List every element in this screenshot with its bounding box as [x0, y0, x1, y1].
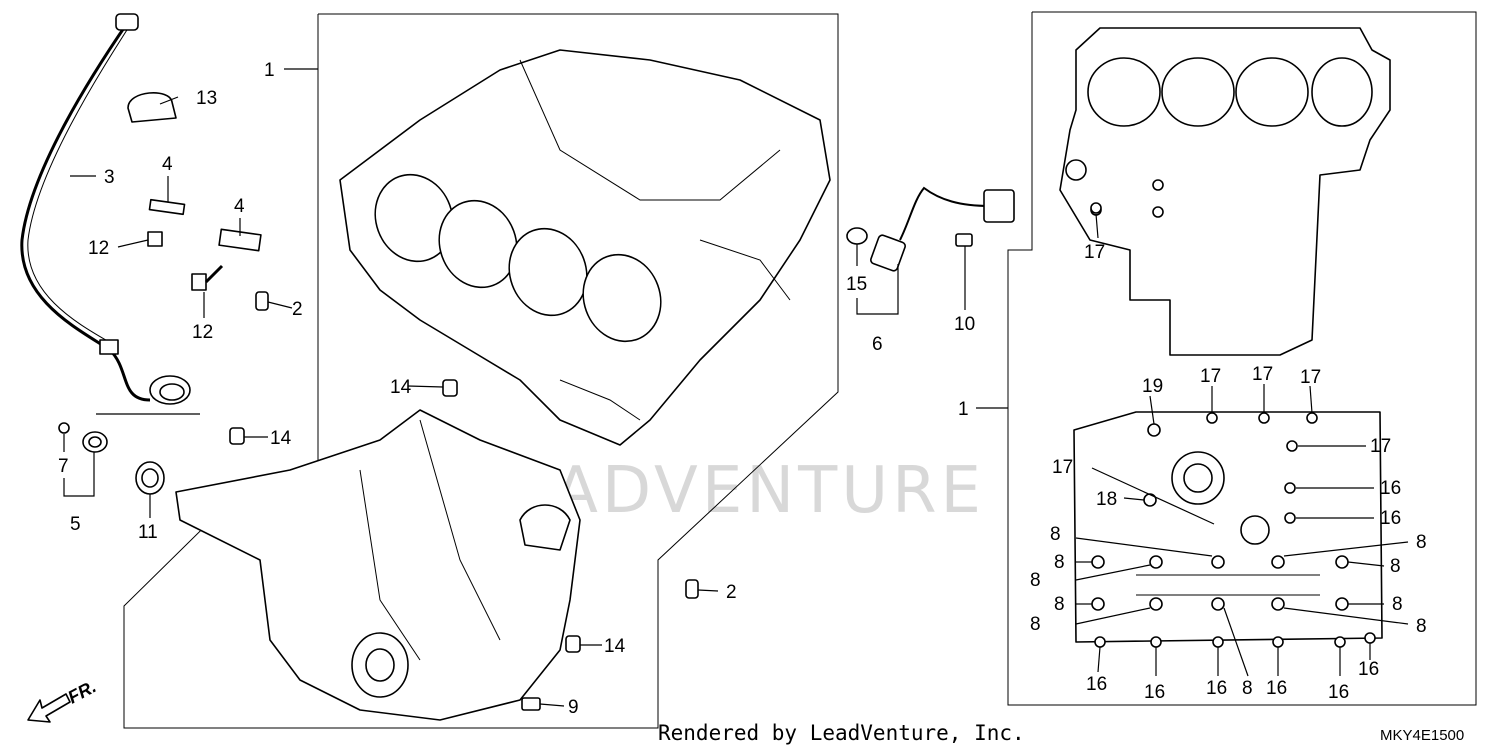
callout-12-a: 12 [88, 238, 109, 259]
callout-11: 11 [138, 522, 158, 543]
side-view-lower [1073, 202, 1383, 648]
callout-14-b: 14 [270, 428, 292, 449]
bolt-part-12 [147, 231, 224, 291]
callout-14-a: 14 [390, 377, 412, 398]
callout-labels: 1 1 2 2 3 4 4 5 6 7 8 8 8 8 8 8 8 8 8 8 … [58, 60, 1427, 718]
callout-13: 13 [196, 88, 217, 109]
callout-16-3: 16 [1086, 674, 1107, 695]
callout-8-6: 8 [1054, 594, 1065, 615]
callout-16-4: 16 [1144, 682, 1165, 703]
callout-10: 10 [954, 314, 975, 335]
side-view-upper [1059, 27, 1391, 356]
callout-7: 7 [58, 456, 69, 477]
lower-crankcase [175, 409, 581, 721]
wire-harness-part-3 [20, 13, 191, 405]
callout-4-b: 4 [234, 196, 245, 217]
callout-8-8: 8 [1030, 614, 1041, 635]
callout-8-3: 8 [1054, 552, 1065, 573]
footer-credit: Rendered by LeadVenture, Inc. [658, 721, 1025, 745]
callout-8-2: 8 [1416, 532, 1427, 553]
side-view-boundary [1007, 11, 1477, 706]
stay-part-4 [148, 198, 262, 252]
callout-8-4: 8 [1390, 556, 1401, 577]
sensor-part-6 [846, 186, 1015, 272]
switch-part-5 [58, 422, 108, 453]
dowel-part-14 [229, 379, 581, 653]
upper-crankcase [339, 49, 831, 446]
callout-17-2: 17 [1200, 366, 1221, 387]
callout-1-side: 1 [958, 399, 969, 420]
callout-6: 6 [872, 334, 883, 355]
callout-17-6: 17 [1052, 457, 1073, 478]
callout-8-9: 8 [1416, 616, 1427, 637]
callout-2-bottom: 2 [726, 582, 737, 603]
side-view-bolt-holes [1090, 202, 1376, 648]
callout-12-b: 12 [192, 322, 213, 343]
callout-16-5: 16 [1206, 678, 1227, 699]
callout-2-top: 2 [292, 299, 303, 320]
callout-16-1: 16 [1380, 478, 1401, 499]
callout-14-c: 14 [604, 636, 626, 657]
callout-17-3: 17 [1252, 364, 1273, 385]
diagram-code: MKY4E1500 [1380, 727, 1464, 744]
callout-17-5: 17 [1370, 436, 1391, 457]
callout-9: 9 [568, 697, 579, 718]
callout-4-a: 4 [162, 154, 173, 175]
callout-8-1: 8 [1050, 524, 1061, 545]
callout-8-5: 8 [1030, 570, 1041, 591]
callout-3: 3 [104, 167, 115, 188]
callout-8-7: 8 [1392, 594, 1403, 615]
callout-5: 5 [70, 514, 81, 535]
callout-19: 19 [1142, 376, 1163, 397]
callout-17-4: 17 [1300, 367, 1321, 388]
dowel-pin-part-2 [255, 291, 699, 599]
front-direction-arrow-icon [27, 693, 71, 723]
leader-lines [63, 68, 1409, 707]
callout-8-10: 8 [1242, 678, 1253, 699]
plug-part-11 [135, 461, 165, 495]
callout-16-8: 16 [1358, 659, 1379, 680]
callout-1-main: 1 [264, 60, 275, 81]
bolt-part-9 [521, 697, 541, 711]
clamp-part-13 [127, 92, 177, 123]
callout-15: 15 [846, 274, 867, 295]
callout-16-7: 16 [1328, 682, 1349, 703]
callout-17-1: 17 [1084, 242, 1105, 263]
callout-16-6: 16 [1266, 678, 1287, 699]
callout-16-2: 16 [1380, 508, 1401, 529]
callout-18: 18 [1096, 489, 1117, 510]
